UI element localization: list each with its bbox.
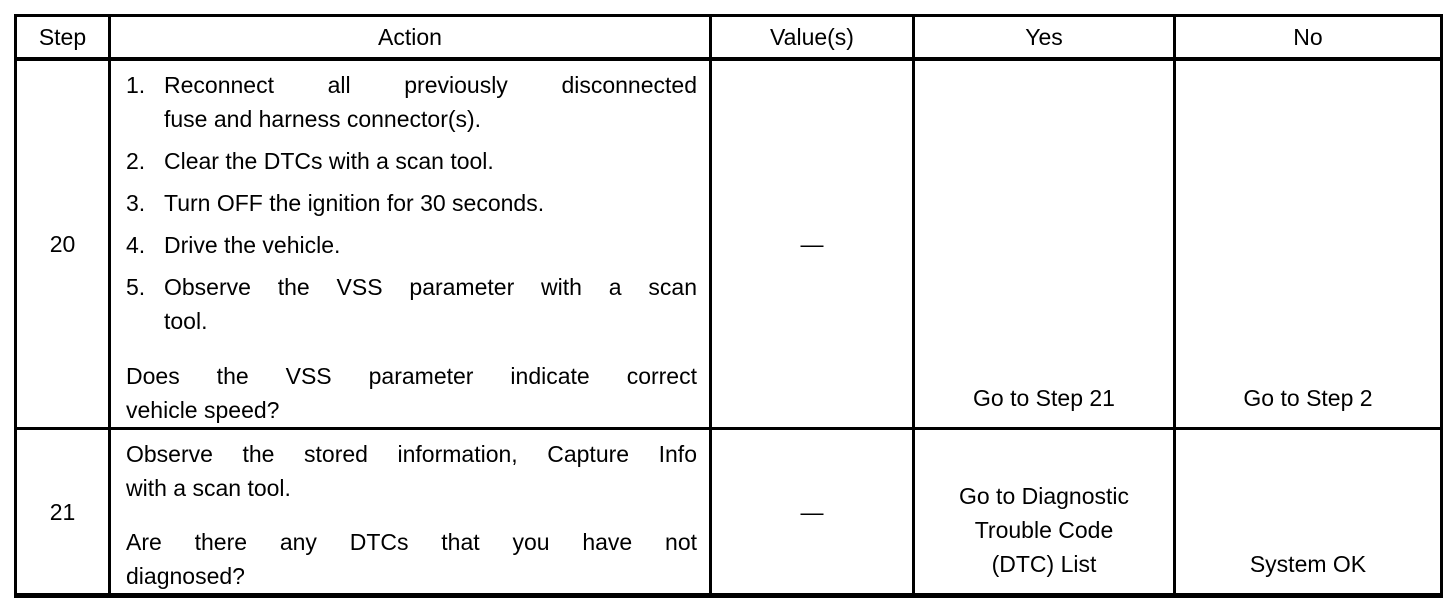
table-row-step-20: 20 1. Reconnect all previously disconnec…: [14, 57, 1443, 430]
yes-text-line: Trouble Code: [974, 517, 1114, 543]
col-header-action: Action: [108, 14, 712, 61]
action-text-line: diagnosed?: [126, 563, 245, 589]
action-step-item: 2. Clear the DTCs with a scan tool.: [126, 144, 697, 178]
action-text-line: Drive the vehicle.: [164, 232, 341, 258]
action-text-line: Turn OFF the ignition for 30 seconds.: [164, 190, 545, 216]
action-text-line: vehicle speed?: [126, 397, 280, 423]
action-step-item: 1. Reconnect all previously disconnected…: [126, 68, 697, 136]
step-item-text: Drive the vehicle.: [164, 228, 697, 262]
value-cell: —: [709, 57, 915, 430]
action-text-line: with a scan tool.: [126, 475, 291, 501]
yes-cell: Go to Step 21: [912, 57, 1176, 430]
step-number-cell: 20: [14, 57, 111, 430]
yes-cell: Go to Diagnostic Trouble Code (DTC) List: [912, 427, 1176, 598]
action-step-list: 1. Reconnect all previously disconnected…: [126, 68, 697, 338]
yes-cell-lines: Go to Diagnostic Trouble Code (DTC) List: [921, 479, 1167, 581]
col-header-values: Value(s): [709, 14, 915, 61]
action-cell: Observe the stored information, Capture …: [108, 427, 712, 598]
step-item-text: Observe the VSS parameter with a scan to…: [164, 270, 697, 338]
action-step-item: 4. Drive the vehicle.: [126, 228, 697, 262]
no-cell: Go to Step 2: [1173, 57, 1443, 430]
step-item-number: 4.: [126, 232, 146, 258]
action-text-line: fuse and harness connector(s).: [164, 106, 482, 132]
step-number-cell: 21: [14, 427, 111, 598]
action-question: Are there any DTCs that you have not dia…: [126, 525, 697, 593]
step-item-text: Turn OFF the ignition for 30 seconds.: [164, 186, 697, 220]
step-item-text: Clear the DTCs with a scan tool.: [164, 144, 697, 178]
action-text-line: Are there any DTCs that you have not: [126, 529, 697, 555]
action-question: Does the VSS parameter indicate correct …: [126, 359, 697, 427]
step-item-number: 3.: [126, 190, 146, 216]
action-text-line: Observe the VSS parameter with a scan: [164, 274, 697, 300]
header-row: Step Action Value(s) Yes No: [14, 14, 1443, 61]
step-item-text: Reconnect all previously disconnected fu…: [164, 68, 697, 136]
step-item-number: 2.: [126, 148, 146, 174]
col-header-yes: Yes: [912, 14, 1176, 61]
action-paragraph: Observe the stored information, Capture …: [126, 437, 697, 505]
action-text-line: Reconnect all previously disconnected: [164, 72, 697, 98]
action-text-line: Observe the stored information, Capture …: [126, 441, 697, 467]
action-text-line: Clear the DTCs with a scan tool.: [164, 148, 494, 174]
yes-text-line: (DTC) List: [991, 551, 1097, 577]
no-cell: System OK: [1173, 427, 1443, 598]
action-step-item: 5. Observe the VSS parameter with a scan…: [126, 270, 697, 338]
value-cell: —: [709, 427, 915, 598]
col-header-step: Step: [14, 14, 111, 61]
action-cell: 1. Reconnect all previously disconnected…: [108, 57, 712, 430]
action-step-item: 3. Turn OFF the ignition for 30 seconds.: [126, 186, 697, 220]
action-text-line: tool.: [164, 308, 208, 334]
step-item-number: 5.: [126, 274, 146, 300]
col-header-no: No: [1173, 14, 1443, 61]
table-row-step-21: 21 Observe the stored information, Captu…: [14, 427, 1443, 598]
step-item-number: 1.: [126, 72, 146, 98]
action-text-line: Does the VSS parameter indicate correct: [126, 363, 697, 389]
diagnostic-step-table: Step Action Value(s) Yes No 20 1. Reconn…: [14, 14, 1443, 598]
yes-text-line: Go to Diagnostic: [958, 483, 1130, 509]
